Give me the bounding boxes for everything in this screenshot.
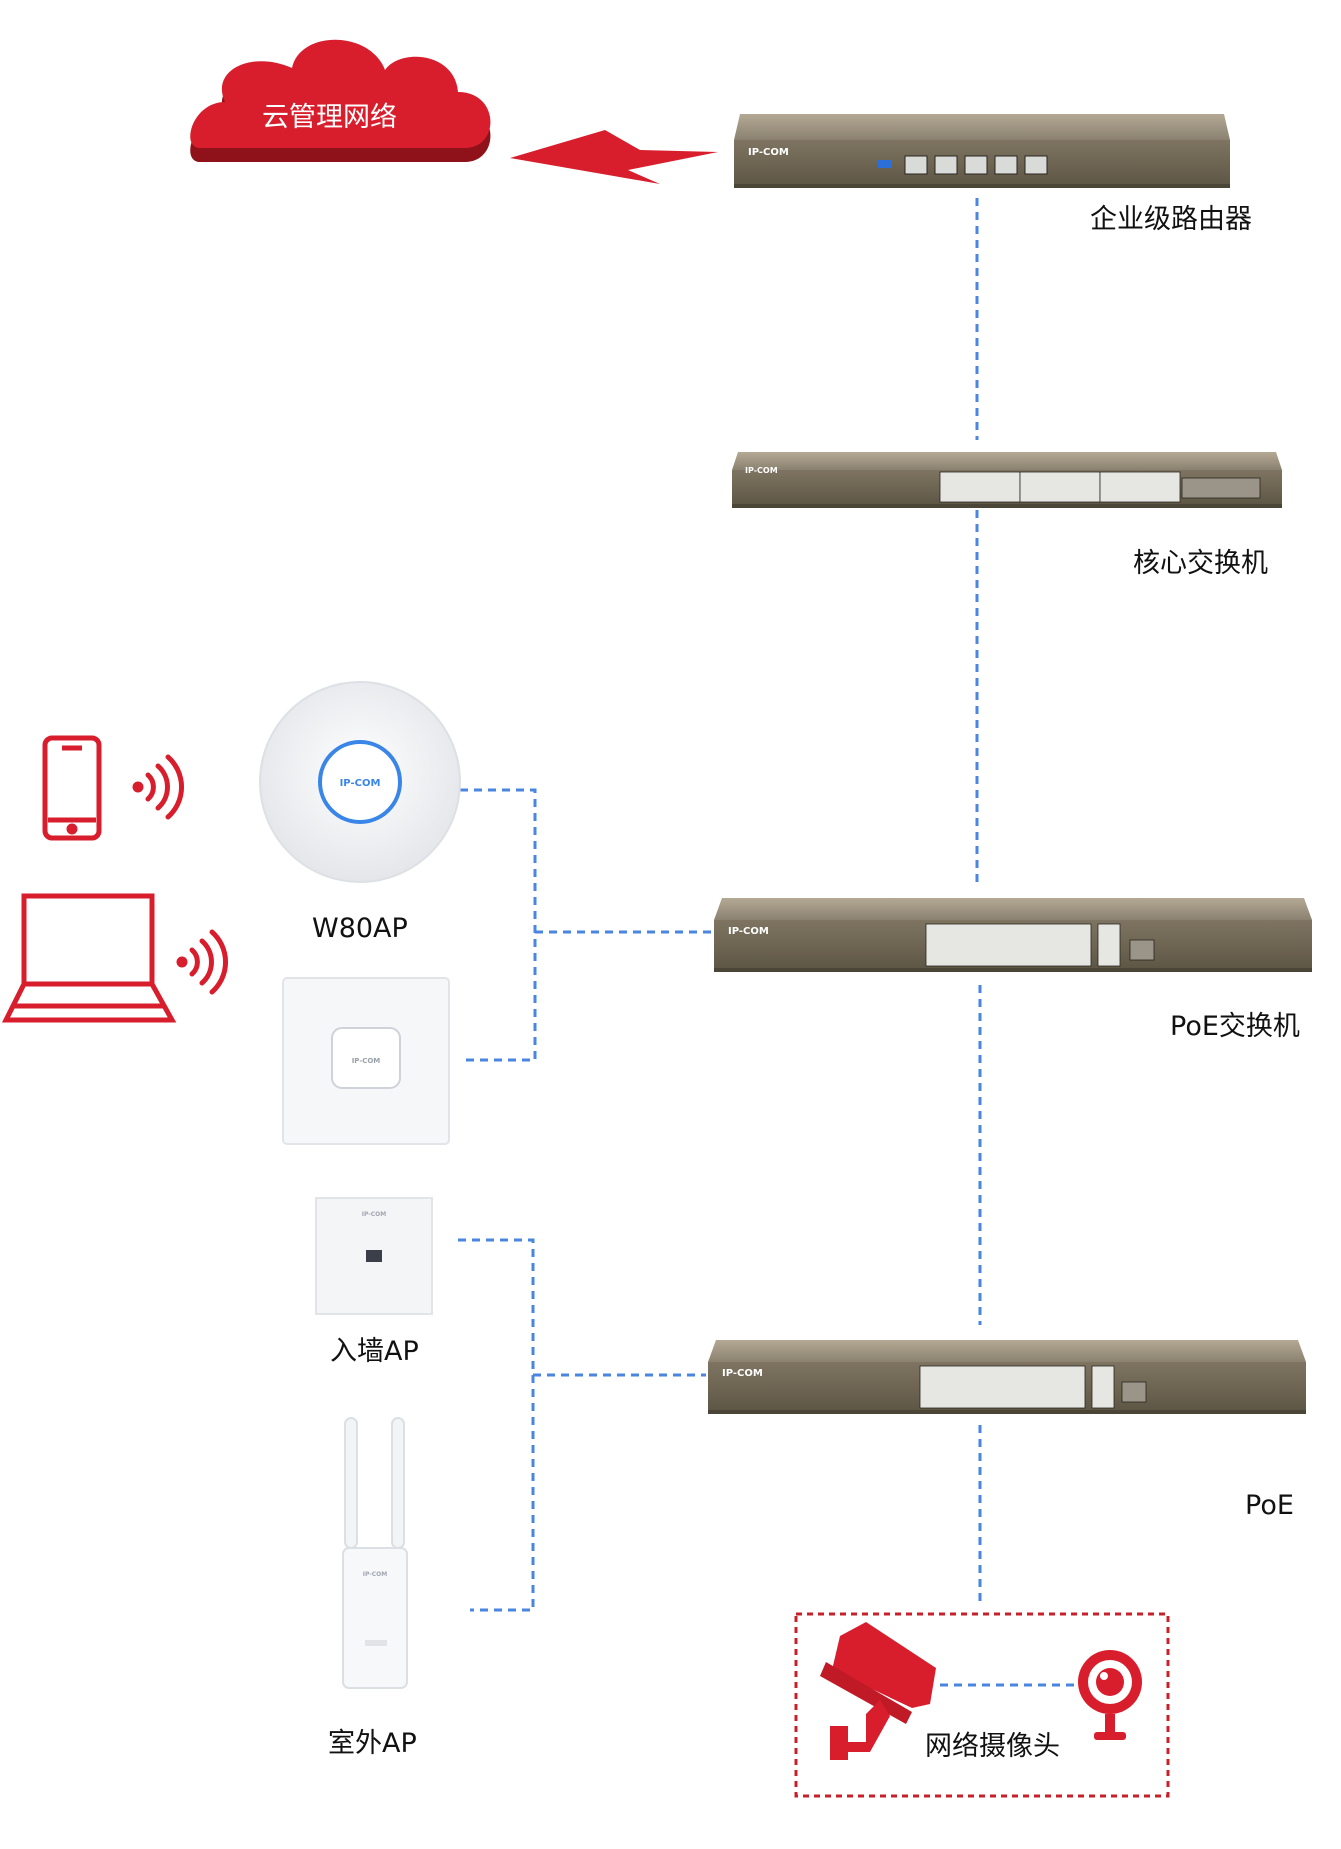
outdoor-ap-brand: IP-COM (363, 1571, 388, 1578)
outdoor-ap-label: 室外AP (328, 1728, 417, 1759)
link-bracket-lower (458, 1238, 535, 1612)
bullet-camera-icon (820, 1622, 936, 1760)
router-brand: IP-COM (748, 147, 789, 158)
outdoor-ap-device: IP-COM (342, 1417, 408, 1689)
wall-ap-brand: IP-COM (362, 1211, 387, 1218)
poe-switch-2-device: IP-COM (708, 1340, 1306, 1414)
wall-ap-device: IP-COM (315, 1197, 433, 1315)
wireless-link-bolt (510, 130, 718, 184)
poe-switch-2-ports (919, 1365, 1147, 1409)
router-label: 企业级路由器 (1090, 204, 1252, 235)
ceiling-ap-label: W80AP (312, 913, 408, 944)
core-switch-device: IP-COM (732, 452, 1282, 508)
ceiling-ap-device: IP-COM (259, 681, 461, 883)
cloud-label: 云管理网络 (262, 102, 397, 133)
core-switch-label: 核心交换机 (1133, 548, 1268, 579)
connection-lines (458, 198, 1082, 1687)
laptop-icon (1, 893, 177, 1023)
camera-group-label: 网络摄像头 (925, 1731, 1060, 1762)
camera-group-frame (794, 1612, 1170, 1798)
panel-ap-device: IP-COM (282, 977, 450, 1145)
core-switch-ports (939, 471, 1261, 503)
core-switch-brand: IP-COM (745, 466, 778, 475)
router-device: IP-COM (734, 114, 1230, 188)
wall-ap-label: 入墙AP (330, 1336, 419, 1367)
link-bracket-upper (460, 788, 537, 1062)
poe-switch-1-label: PoE交换机 (1170, 1011, 1300, 1042)
poe-switch-1-ports (925, 923, 1155, 967)
dome-camera-icon (1078, 1650, 1142, 1740)
poe-switch-2-brand: IP-COM (722, 1368, 763, 1379)
poe-switch-1-brand: IP-COM (728, 926, 769, 937)
poe-switch-1-device: IP-COM (714, 898, 1312, 972)
poe-switch-2-label: PoE (1245, 1490, 1294, 1521)
wifi-signal-icon (176, 929, 228, 995)
router-ports (904, 155, 1048, 175)
ceiling-ap-brand: IP-COM (340, 778, 381, 789)
wifi-signal-icon (132, 754, 184, 820)
phone-icon (42, 735, 102, 841)
cloud-icon (190, 39, 491, 162)
panel-ap-brand: IP-COM (352, 1057, 381, 1065)
